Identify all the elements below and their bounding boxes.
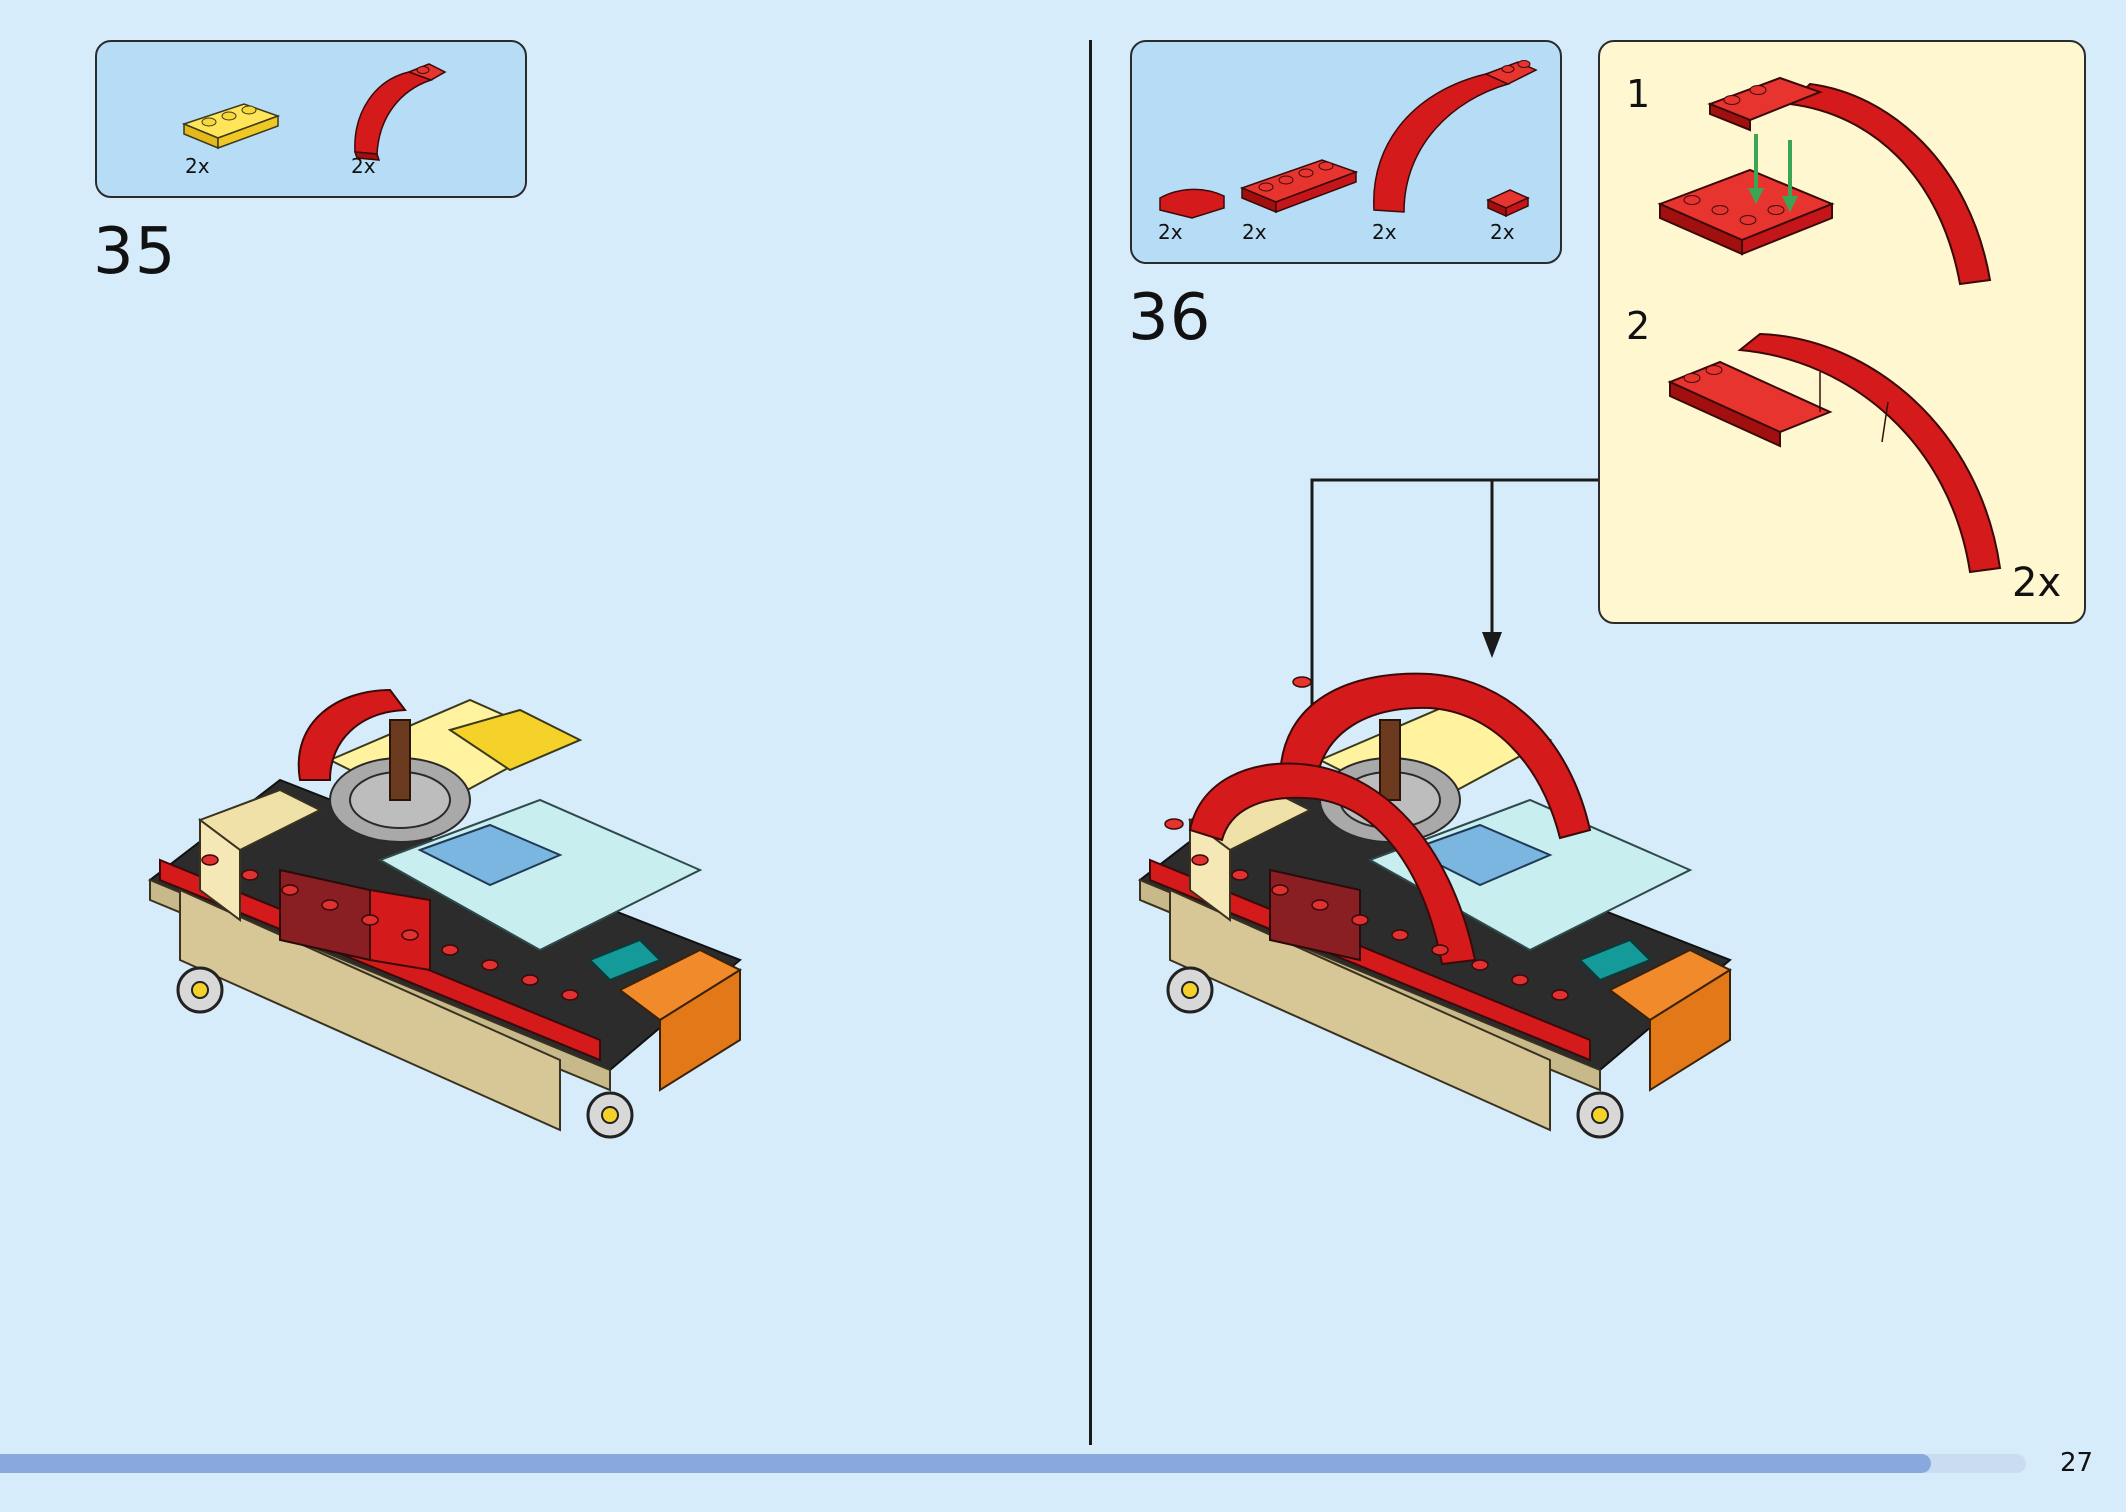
step-number-36: 36 [1128,281,1212,355]
substep-number-2: 2 [1626,304,1651,348]
part-qty-large-arch: 2x [1372,220,1397,244]
page-divider [1089,40,1092,1445]
part-qty-yellow-plate: 2x [185,154,210,178]
model-illustration-step-36 [1138,672,1733,1139]
red-tile-icon [1486,189,1530,218]
red-plate-icon [1239,159,1359,214]
substep-number-1: 1 [1626,72,1651,116]
page-progress-bar [0,1454,2026,1473]
substep-1-illustration [1657,76,1992,286]
parts-list-step-36: 2x 2x 2x 2x [1130,40,1562,264]
part-qty-red-tile: 2x [1490,220,1515,244]
model-illustration-step-35 [148,688,743,1139]
subassembly-box: 1 2 2x [1598,40,2086,624]
red-curved-slope-icon [1159,188,1225,219]
subassembly-multiplier: 2x [2012,560,2062,606]
part-qty-curved-slope: 2x [1158,220,1183,244]
red-arch-curve-icon [353,63,447,161]
page-number: 27 [2060,1448,2094,1478]
substep-2-illustration [1667,332,2002,574]
yellow-plate-icon [181,103,281,150]
parts-list-step-35: 2x 2x [95,40,527,198]
page-progress-fill [0,1454,1931,1473]
part-qty-red-plate: 2x [1242,220,1267,244]
red-large-arch-icon [1373,60,1538,213]
step-number-35: 35 [93,215,177,289]
part-qty-red-arch: 2x [351,154,376,178]
